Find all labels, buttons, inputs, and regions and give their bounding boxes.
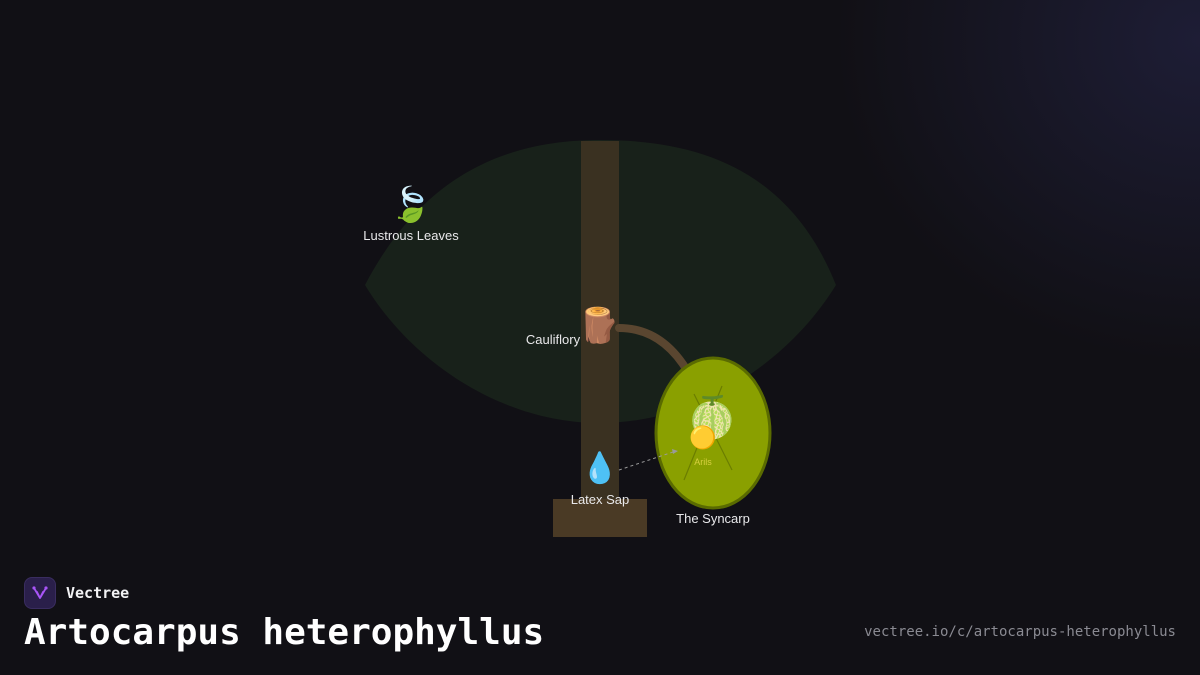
water-droplet-icon: 💧 xyxy=(581,451,619,486)
page-title: Artocarpus heterophyllus xyxy=(24,612,545,653)
fruit-branch xyxy=(615,324,692,376)
yellow-circle-icon: 🟡 xyxy=(689,426,717,451)
leaf-fluttering-icon: 🍃 xyxy=(389,185,433,225)
page-url[interactable]: vectree.io/c/artocarpus-heterophyllus xyxy=(864,624,1176,640)
fruit-fibre xyxy=(693,393,733,471)
melon-icon: 🍈 xyxy=(687,395,737,441)
fruit-fibre xyxy=(683,385,723,481)
node-label-latex: Latex Sap xyxy=(570,492,630,507)
node-label-cauliflory: Cauliflory xyxy=(525,332,581,347)
logo-glyph xyxy=(32,586,48,599)
node-label-leaves: Lustrous Leaves xyxy=(363,228,459,243)
vectree-tree-icon xyxy=(24,577,56,609)
brand-name: Vectree xyxy=(66,584,130,602)
node-label-syncarp: The Syncarp xyxy=(676,511,750,526)
latex-connector-arrowhead xyxy=(672,449,678,454)
trunk xyxy=(581,141,619,501)
latex-connector xyxy=(618,450,677,471)
brand[interactable]: Vectree xyxy=(24,577,129,609)
node-label-arils: Arils xyxy=(694,457,712,467)
ground-base xyxy=(553,499,647,537)
wood-log-icon: 🪵 xyxy=(577,306,621,346)
